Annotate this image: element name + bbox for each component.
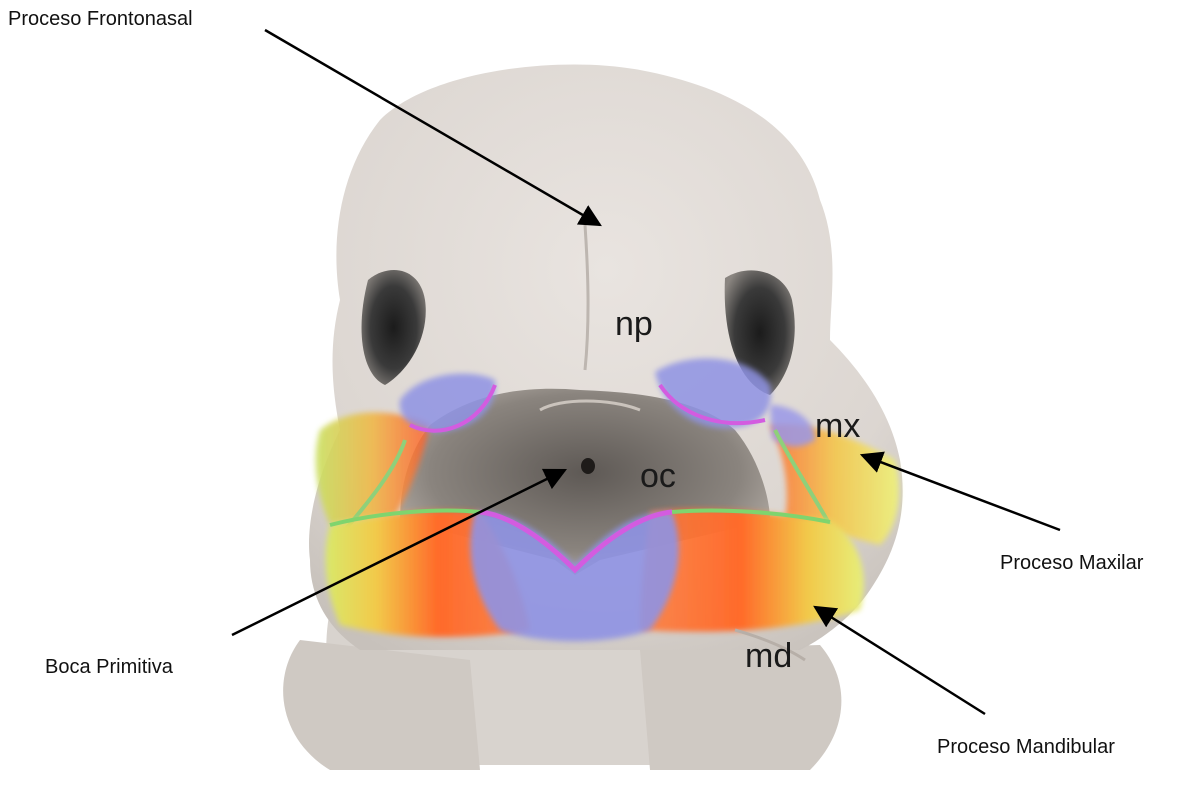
callout-mandibular-process: Proceso Mandibular	[937, 736, 1115, 759]
callout-frontonasal-process: Proceso Frontonasal	[8, 8, 193, 31]
label-oc: oc	[640, 457, 676, 495]
callout-primitive-mouth: Boca Primitiva	[45, 656, 173, 679]
label-mx: mx	[815, 407, 860, 445]
label-np: np	[615, 305, 653, 343]
lower-body-right	[640, 645, 841, 770]
label-md: md	[745, 637, 792, 675]
primitive-mouth-pit	[581, 458, 595, 474]
lower-body-left	[283, 640, 480, 770]
callout-maxillary-process: Proceso Maxilar	[1000, 552, 1143, 575]
